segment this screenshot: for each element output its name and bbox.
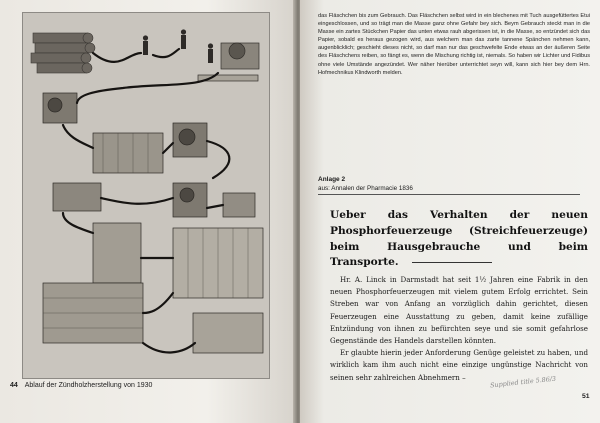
match-production-illustration	[22, 12, 270, 379]
fraktur-body: Hr. A. Linck in Darmstadt hat seit 1½ Ja…	[330, 274, 588, 384]
left-page-number: 44	[10, 382, 18, 389]
fraktur-paragraph: Hr. A. Linck in Darmstadt hat seit 1½ Ja…	[330, 275, 588, 346]
annex-label: Anlage 2	[318, 176, 346, 183]
body-text: das Fläschchen bis zum Gebrauch. Das Flä…	[318, 13, 590, 76]
divider-rule	[318, 194, 580, 195]
illustration-caption: 44 Ablauf der Zündholzherstellung von 19…	[10, 382, 280, 389]
right-page-number: 51	[582, 393, 590, 400]
caption-text: Ablauf der Zündholzherstellung von 1930	[24, 382, 153, 389]
illustration-drawing	[23, 13, 269, 378]
annex-source: aus: Annalen der Pharmacie 1836	[318, 185, 413, 192]
book-gutter	[293, 0, 303, 423]
title-underline	[412, 262, 492, 263]
right-page: das Fläschchen bis zum Gebrauch. Das Flä…	[300, 0, 600, 423]
fraktur-paragraph: Er glaubte hierin jeder Anforderung Genü…	[330, 348, 588, 382]
fraktur-title: Ueber das Verhalten der neuen Phosphorfe…	[330, 209, 588, 269]
left-page: 44 Ablauf der Zündholzherstellung von 19…	[0, 0, 296, 423]
